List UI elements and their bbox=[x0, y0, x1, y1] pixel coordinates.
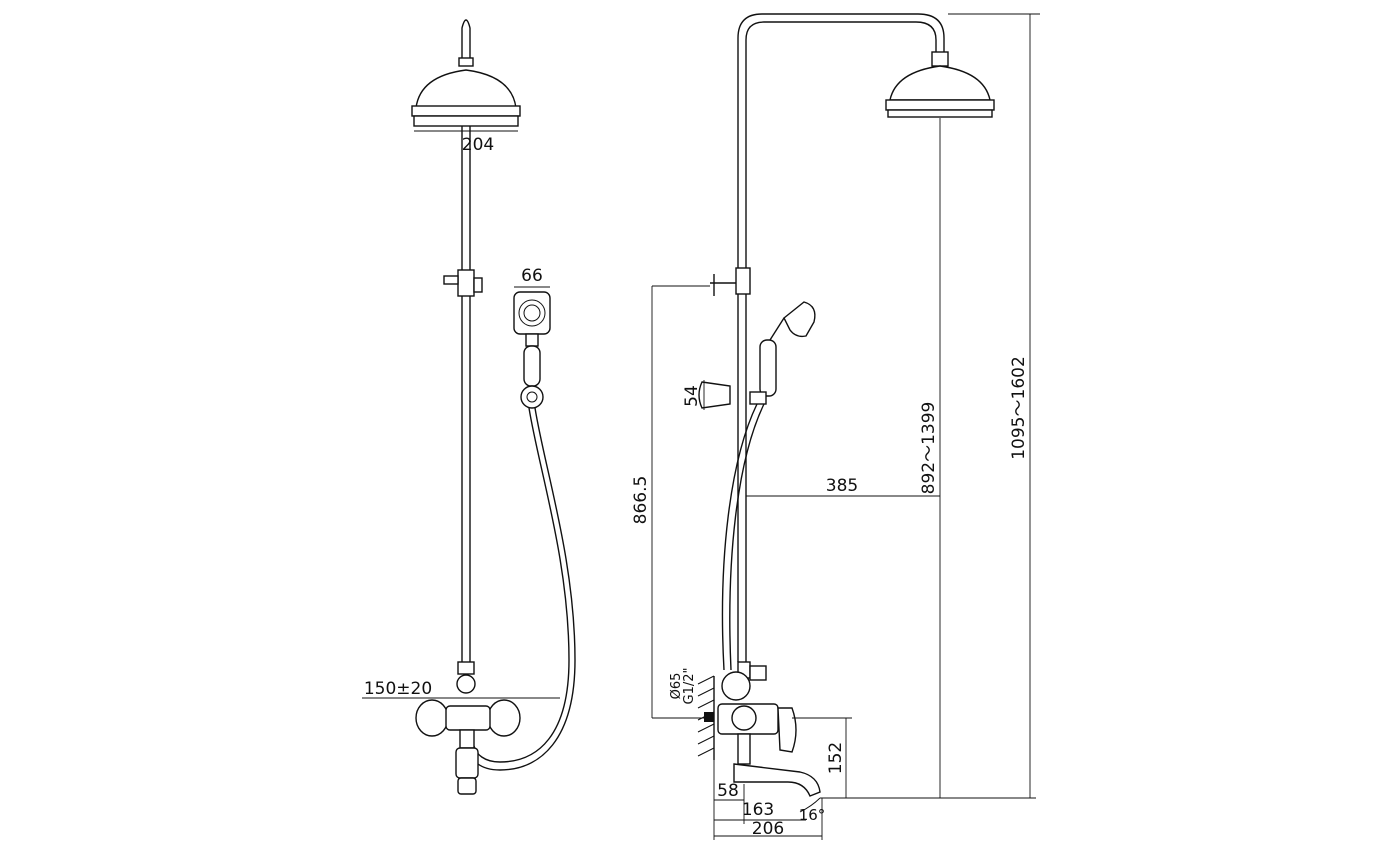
dim-163-label: 163 bbox=[742, 800, 774, 820]
dim-385-label: 385 bbox=[826, 476, 858, 496]
side-handshower-head bbox=[783, 301, 816, 338]
dim-206-label: 206 bbox=[752, 819, 784, 839]
side-dimensions: 1095～1602 892～1399 385 866.5 Ø65 G1/2" 1… bbox=[631, 13, 1040, 840]
side-shower-head-face bbox=[887, 109, 993, 118]
side-handshower-bracket bbox=[749, 391, 767, 405]
dim-angle-arc bbox=[799, 797, 821, 813]
front-left-handle bbox=[415, 699, 449, 737]
side-shower-head-rim bbox=[885, 99, 995, 111]
side-handshower-handle bbox=[759, 339, 777, 397]
side-handshower-neck bbox=[769, 317, 785, 341]
side-head-connector bbox=[931, 51, 949, 67]
front-handshower-holder bbox=[520, 385, 544, 409]
side-diverter bbox=[749, 665, 767, 681]
front-view: 204 66 150±20 bbox=[362, 19, 576, 795]
front-valve-connector bbox=[457, 661, 475, 675]
front-spout-neck bbox=[459, 729, 475, 749]
dim-total-label: 1095～1602 bbox=[1009, 356, 1029, 460]
front-handshower-neck bbox=[525, 333, 539, 347]
front-hose-outer bbox=[467, 407, 576, 771]
dim-dia-label: Ø65 bbox=[669, 673, 684, 700]
front-diverter-knob bbox=[456, 674, 476, 694]
side-wall-holder bbox=[698, 381, 731, 409]
dim-866-label: 866.5 bbox=[631, 476, 651, 525]
front-spout-body bbox=[455, 747, 479, 779]
dim-150-label: 150±20 bbox=[364, 679, 432, 699]
side-hose-inner bbox=[729, 403, 765, 671]
front-handshower-spray-face bbox=[518, 299, 546, 327]
front-head-connector bbox=[458, 57, 474, 67]
front-handshower-holder-inner bbox=[526, 391, 538, 403]
dim-54-label: 54 bbox=[682, 385, 702, 407]
dim-angle-label: 16° bbox=[799, 806, 826, 824]
front-handshower-spray-inner bbox=[523, 304, 541, 322]
side-diverter-ring bbox=[721, 671, 751, 701]
dim-152-label: 152 bbox=[826, 742, 846, 774]
side-view: 54 bbox=[682, 13, 995, 797]
front-riser-tip bbox=[461, 19, 471, 58]
side-valve-lever bbox=[777, 707, 797, 753]
front-shower-head-face bbox=[413, 115, 519, 127]
front-slider-knob bbox=[443, 275, 459, 285]
side-riser-inner bbox=[745, 21, 937, 280]
dim-66-label: 66 bbox=[521, 266, 543, 286]
dim-thread-label: G1/2" bbox=[682, 668, 697, 705]
side-inlet-block bbox=[704, 712, 714, 722]
dim-58-label: 58 bbox=[717, 781, 739, 801]
side-slider-clamp bbox=[735, 267, 751, 295]
front-shower-head bbox=[415, 69, 517, 109]
front-valve-body bbox=[445, 705, 491, 731]
side-shower-head bbox=[889, 65, 991, 101]
front-shower-head-rim bbox=[411, 105, 521, 117]
dim-head-label: 892～1399 bbox=[919, 402, 939, 495]
front-hose-inner bbox=[473, 407, 570, 763]
side-riser-outer bbox=[737, 13, 945, 280]
side-hose-outer bbox=[721, 403, 758, 671]
front-handshower-handle bbox=[523, 345, 541, 387]
side-spout-column bbox=[737, 733, 751, 765]
front-slider-holder bbox=[473, 277, 483, 293]
side-spout bbox=[733, 763, 821, 797]
front-slider-clamp bbox=[457, 269, 475, 297]
side-valve-handle bbox=[731, 705, 757, 731]
dim-204-label: 204 bbox=[462, 135, 494, 155]
front-spout-outlet bbox=[457, 777, 477, 795]
front-right-handle bbox=[487, 699, 521, 737]
